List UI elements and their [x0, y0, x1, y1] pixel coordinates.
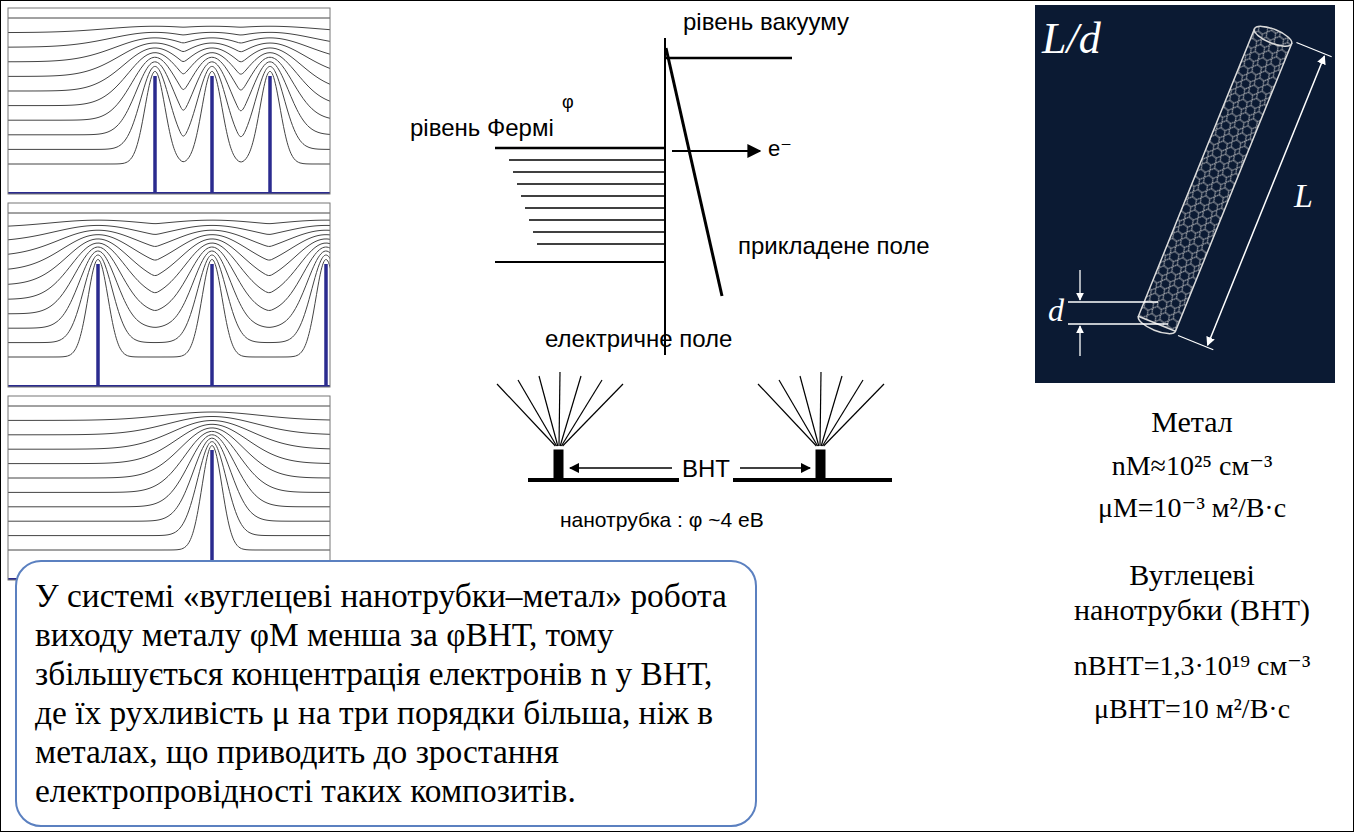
energy-state	[533, 231, 665, 233]
energy-state	[537, 243, 665, 245]
property-value: nМ≈10²⁵ см⁻³	[1112, 450, 1273, 482]
dimension-label: L	[1294, 176, 1313, 215]
energy-state	[509, 159, 665, 161]
field-line	[8, 66, 330, 149]
field-line	[560, 376, 581, 446]
field-line	[8, 18, 330, 19]
field-line	[8, 48, 330, 91]
note-box: У системі «вуглецеві нанотрубки–метал» р…	[15, 560, 757, 827]
energy-state	[525, 207, 665, 209]
field-line	[822, 380, 863, 446]
field-line	[8, 435, 330, 507]
field-line	[800, 376, 819, 446]
field-label: прикладене поле	[738, 232, 930, 260]
symbol-label: e⁻	[768, 136, 792, 161]
electron-arrow	[672, 150, 760, 152]
field-line	[8, 428, 330, 478]
length-dimension	[1208, 56, 1325, 345]
field-line	[8, 230, 330, 255]
nanotube-figure	[1035, 5, 1335, 383]
field-line	[824, 384, 884, 446]
material-heading: Вуглецеві нанотрубки (ВНТ)	[1055, 558, 1330, 627]
diameter-dimension	[1068, 270, 1168, 356]
energy-state	[517, 183, 665, 185]
field-line	[8, 71, 330, 164]
field-line	[561, 380, 602, 446]
field-line	[8, 446, 330, 550]
level-label: рівень Фермі	[410, 114, 554, 142]
nanotube	[268, 76, 272, 192]
figure-ground	[1035, 5, 1335, 383]
field-line	[8, 225, 330, 240]
field-line	[8, 442, 330, 536]
field-line	[563, 384, 623, 446]
nanotube	[210, 450, 214, 578]
field-line	[8, 424, 330, 463]
applied-field-line	[666, 48, 722, 296]
field-line	[8, 412, 330, 420]
fermi-level	[495, 147, 665, 150]
nanotube	[210, 264, 214, 385]
property-value: nВНТ=1,3·10¹⁹ см⁻³	[1074, 650, 1311, 682]
energy-state	[529, 219, 665, 221]
nanotube	[816, 450, 825, 480]
band-bottom	[495, 261, 665, 263]
field-line	[539, 376, 558, 446]
pointer-arrow	[570, 467, 672, 469]
field-line	[8, 235, 330, 270]
property-value: μВНТ=10 м²/В·с	[1094, 693, 1290, 725]
field-line	[820, 372, 821, 446]
field-line	[8, 213, 330, 214]
field-line	[8, 259, 330, 357]
panel-frame	[8, 396, 330, 580]
part-label: ВНТ	[679, 455, 733, 483]
note-text: У системі «вуглецеві нанотрубки–метал» р…	[35, 576, 737, 811]
level-label: рівень вакууму	[683, 8, 849, 36]
field-line	[8, 243, 330, 299]
field-line	[8, 255, 330, 343]
field-line	[8, 26, 330, 32]
field-line	[559, 372, 560, 446]
energy-state	[521, 195, 665, 197]
filled-states	[509, 160, 665, 244]
field-line	[8, 406, 330, 407]
field-panel	[8, 406, 330, 579]
field-line	[8, 431, 330, 492]
field-panel	[8, 18, 330, 193]
field-line	[8, 438, 330, 521]
panel-frame	[8, 8, 330, 194]
field-line	[8, 251, 330, 328]
field-line	[8, 416, 330, 434]
field-label: електричне поле	[545, 325, 732, 353]
vacuum-level	[665, 57, 792, 60]
field-line	[8, 239, 330, 285]
field-line-panels	[3, 8, 333, 580]
field-line	[821, 376, 842, 446]
field-line	[779, 380, 818, 446]
energy-state	[513, 171, 665, 173]
symbol-label: φ	[562, 92, 574, 113]
nanotube	[96, 264, 100, 385]
field-line	[8, 220, 330, 226]
field-line	[8, 247, 330, 314]
emission-field	[497, 372, 884, 446]
dimension-label: d	[1048, 292, 1064, 329]
pointer-arrow	[740, 467, 810, 469]
field-line	[8, 38, 330, 62]
nanotube-cylinder	[1136, 22, 1333, 353]
nanotube	[324, 264, 328, 385]
panel-frame	[8, 203, 330, 387]
material-heading: Метал	[1151, 405, 1233, 440]
nanotube	[210, 76, 214, 192]
dimension-label: L/d	[1042, 14, 1101, 65]
field-panel	[8, 213, 330, 386]
nanotube	[153, 76, 157, 192]
field-line	[518, 380, 557, 446]
nanotube	[554, 450, 563, 480]
property-value: μМ=10⁻³ м²/В·с	[1098, 492, 1286, 524]
note-label: нанотрубка : φ ~4 еВ	[560, 508, 764, 532]
